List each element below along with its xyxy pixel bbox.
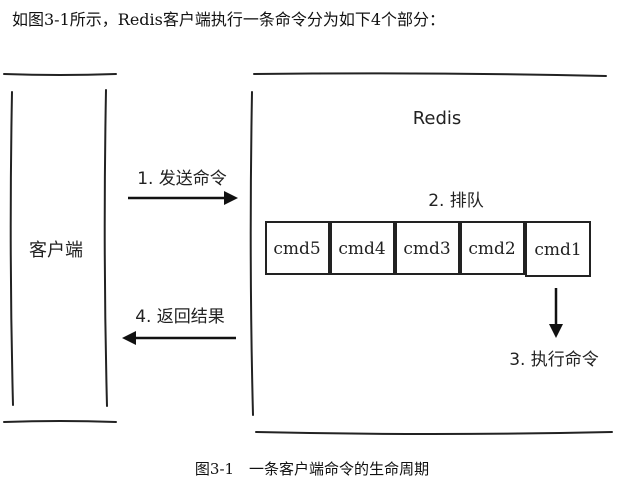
redis-label: Redis bbox=[413, 108, 462, 129]
queue-item-cmd1: cmd1 bbox=[525, 221, 591, 277]
intro-text: 如图3-1所示，Redis客户端执行一条命令分为如下4个部分： bbox=[12, 10, 446, 29]
send-arrow bbox=[128, 191, 238, 205]
command-queue: cmd5 cmd4 cmd3 cmd2 cmd1 bbox=[265, 221, 591, 277]
queue-item-cmd5: cmd5 bbox=[265, 221, 330, 275]
redis-server-box bbox=[249, 72, 613, 435]
return-arrow bbox=[122, 331, 236, 345]
queue-item-label: cmd4 bbox=[338, 239, 385, 259]
queue-item-cmd3: cmd3 bbox=[395, 221, 460, 275]
figure-caption: 图3-1 一条客户端命令的生命周期 bbox=[194, 460, 430, 478]
step-execute-label: 3. 执行命令 bbox=[509, 350, 599, 370]
step-queue-label: 2. 排队 bbox=[428, 191, 484, 211]
queue-item-label: cmd5 bbox=[273, 239, 320, 259]
queue-item-label: cmd3 bbox=[403, 239, 450, 259]
execute-arrow bbox=[549, 288, 563, 338]
client-label: 客户端 bbox=[29, 240, 83, 261]
queue-item-cmd2: cmd2 bbox=[460, 221, 525, 275]
step-send-label: 1. 发送命令 bbox=[137, 169, 227, 189]
client-box bbox=[3, 73, 117, 423]
queue-item-cmd4: cmd4 bbox=[330, 221, 395, 275]
step-return-label: 4. 返回结果 bbox=[135, 307, 225, 327]
queue-item-label: cmd2 bbox=[468, 239, 515, 259]
queue-item-label: cmd1 bbox=[534, 240, 581, 260]
